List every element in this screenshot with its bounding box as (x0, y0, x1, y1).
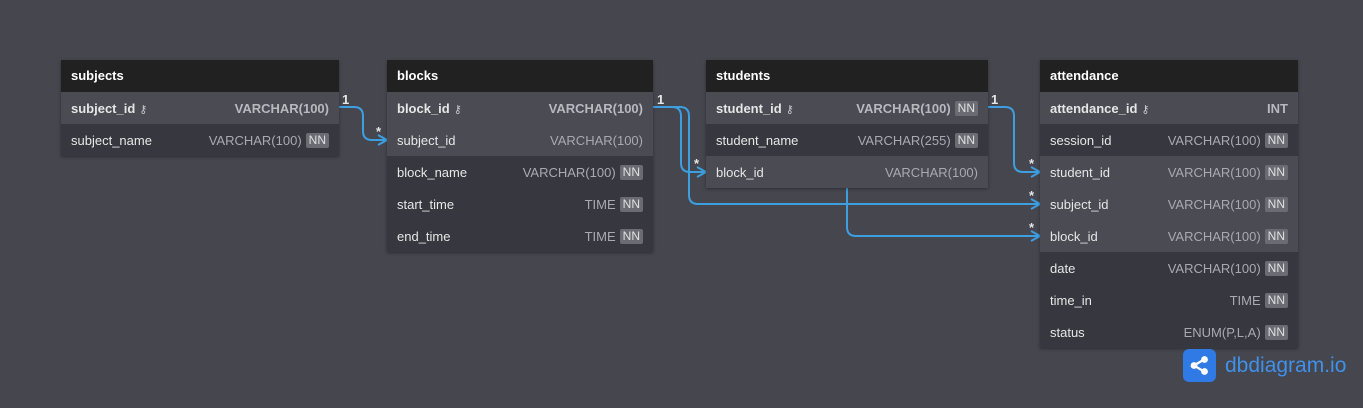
key-icon: ⚷ (785, 103, 794, 116)
field-name: student_id (1050, 164, 1110, 180)
not-null-badge: NN (619, 164, 643, 180)
field-type: VARCHAR(100) (548, 100, 643, 116)
field-name: subject_id⚷ (71, 100, 148, 116)
field-row[interactable]: student_name VARCHAR(255) NN (706, 124, 988, 156)
key-icon: ⚷ (139, 103, 148, 116)
field-type: VARCHAR(100) (1167, 228, 1261, 244)
cardinality-one: 1 (991, 92, 998, 107)
link-students-attendance (988, 106, 1040, 173)
field-name: block_id (716, 164, 764, 180)
key-icon: ⚷ (453, 103, 462, 116)
link-subjects-blocks (339, 106, 387, 141)
table-attendance[interactable]: attendance attendance_id⚷ INT session_id… (1040, 60, 1298, 348)
field-row[interactable]: end_time TIME NN (387, 220, 653, 252)
field-row[interactable]: status ENUM(P,L,A) NN (1040, 316, 1298, 348)
field-name: subject_name (71, 132, 152, 148)
cardinality-one: 1 (342, 92, 349, 107)
not-null-badge: NN (954, 132, 978, 148)
field-name: start_time (397, 196, 455, 212)
table-students[interactable]: students student_id⚷ VARCHAR(100) NN stu… (706, 60, 988, 188)
field-type: INT (1267, 100, 1288, 116)
field-row[interactable]: start_time TIME NN (387, 188, 653, 220)
field-type: TIME (1229, 292, 1261, 308)
field-name: student_name (716, 132, 799, 148)
field-name: attendance_id⚷ (1050, 100, 1150, 116)
brand-link[interactable]: dbdiagram.io (1183, 349, 1346, 382)
share-nodes-icon (1183, 349, 1216, 382)
field-name: date (1050, 260, 1076, 276)
field-row[interactable]: block_id⚷ VARCHAR(100) (387, 92, 653, 124)
field-name: subject_id (397, 132, 456, 148)
field-name: end_time (397, 228, 451, 244)
table-header-subjects[interactable]: subjects (61, 60, 339, 92)
field-name: block_id⚷ (397, 100, 462, 116)
field-type: TIME (584, 196, 616, 212)
field-type: VARCHAR(100) (522, 164, 616, 180)
field-name: status (1050, 324, 1085, 340)
field-row[interactable]: block_id VARCHAR(100) NN (1040, 220, 1298, 252)
field-name: time_in (1050, 292, 1092, 308)
field-type: VARCHAR(100) (234, 100, 329, 116)
not-null-badge: NN (1264, 228, 1288, 244)
field-type: VARCHAR(100) (1167, 132, 1261, 148)
not-null-badge: NN (1264, 292, 1288, 308)
cardinality-many: * (1029, 188, 1035, 203)
cardinality-many: * (1029, 220, 1035, 235)
field-row[interactable]: time_in TIME NN (1040, 284, 1298, 316)
field-type: VARCHAR(100) (1167, 164, 1261, 180)
not-null-badge: NN (954, 100, 978, 116)
field-row[interactable]: session_id VARCHAR(100) NN (1040, 124, 1298, 156)
brand-name: dbdiagram.io (1225, 354, 1347, 377)
field-type: VARCHAR(100) (1167, 196, 1261, 212)
not-null-badge: NN (619, 228, 643, 244)
cardinality-many: * (694, 156, 700, 171)
field-name: student_id⚷ (716, 100, 794, 116)
field-type: VARCHAR(100) (550, 132, 643, 148)
key-icon: ⚷ (1141, 103, 1150, 116)
not-null-badge: NN (1264, 164, 1288, 180)
cardinality-many: * (376, 124, 382, 139)
field-row[interactable]: subject_id VARCHAR(100) (387, 124, 653, 156)
cardinality-many: * (1029, 156, 1035, 171)
link-subject-attendance (653, 106, 1040, 205)
field-row[interactable]: block_id VARCHAR(100) (706, 156, 988, 188)
not-null-badge: NN (305, 132, 329, 148)
not-null-badge: NN (1264, 260, 1288, 276)
field-type: ENUM(P,L,A) (1183, 324, 1261, 340)
table-header-blocks[interactable]: blocks (387, 60, 653, 92)
field-type: VARCHAR(255) (857, 132, 951, 148)
field-name: block_id (1050, 228, 1098, 244)
not-null-badge: NN (1264, 196, 1288, 212)
table-blocks[interactable]: blocks block_id⚷ VARCHAR(100) subject_id… (387, 60, 653, 252)
field-row[interactable]: student_id VARCHAR(100) NN (1040, 156, 1298, 188)
not-null-badge: NN (1264, 324, 1288, 340)
field-name: block_name (397, 164, 468, 180)
table-header-attendance[interactable]: attendance (1040, 60, 1298, 92)
field-name: session_id (1050, 132, 1112, 148)
cardinality-one: 1 (657, 92, 664, 107)
field-type: TIME (584, 228, 616, 244)
table-subjects[interactable]: subjects subject_id⚷ VARCHAR(100) subjec… (61, 60, 339, 156)
not-null-badge: NN (1264, 132, 1288, 148)
field-name: subject_id (1050, 196, 1109, 212)
not-null-badge: NN (619, 196, 643, 212)
link-block-attendance (846, 188, 1040, 237)
field-type: VARCHAR(100) (1167, 260, 1261, 276)
field-row[interactable]: subject_name VARCHAR(100) NN (61, 124, 339, 156)
field-row[interactable]: attendance_id⚷ INT (1040, 92, 1298, 124)
field-row[interactable]: subject_id⚷ VARCHAR(100) (61, 92, 339, 124)
field-type: VARCHAR(100) (885, 164, 978, 180)
field-row[interactable]: block_name VARCHAR(100) NN (387, 156, 653, 188)
field-type: VARCHAR(100) (856, 100, 951, 116)
table-header-students[interactable]: students (706, 60, 988, 92)
field-row[interactable]: date VARCHAR(100) NN (1040, 252, 1298, 284)
field-row[interactable]: student_id⚷ VARCHAR(100) NN (706, 92, 988, 124)
field-row[interactable]: subject_id VARCHAR(100) NN (1040, 188, 1298, 220)
field-type: VARCHAR(100) (208, 132, 302, 148)
